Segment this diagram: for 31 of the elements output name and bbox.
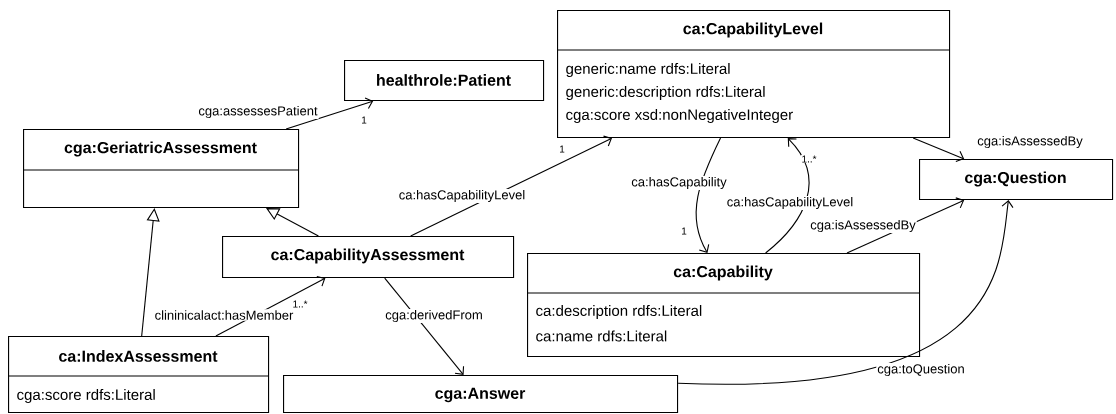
class-box: healthrole:Patient bbox=[344, 60, 545, 102]
generalization-arrow bbox=[266, 208, 319, 237]
edge-label: clininicalact:hasMember bbox=[153, 309, 295, 321]
class-box: ca:Capability ca:description rdfs:Literal ca:name rdfs:Literal bbox=[526, 253, 921, 358]
multiplicity-label: 1 bbox=[680, 227, 688, 235]
association-arrow bbox=[384, 277, 465, 375]
association-arrow bbox=[285, 97, 374, 130]
association-arrow bbox=[695, 137, 722, 253]
class-box: ca:CapabilityAssessment bbox=[222, 236, 515, 279]
association-arrow bbox=[912, 137, 965, 163]
multiplicity-label: 1..* bbox=[801, 155, 817, 163]
class-box: ca:CapabilityLevel generic:name rdfs:Literal generic:description rdfs:Literal cga:score xsd:nonNegativeInteger bbox=[556, 10, 951, 139]
multiplicity-label: 1 bbox=[360, 116, 368, 124]
edge-label: cga:isAssessedBy bbox=[809, 218, 917, 234]
class-box: ca:IndexAssessment cga:score rdfs:Literal bbox=[7, 336, 270, 414]
edge-label: cga:toQuestion bbox=[876, 362, 966, 378]
association-arrow bbox=[765, 138, 810, 254]
edge-label: ca:hasCapability bbox=[630, 175, 728, 191]
association-arrow bbox=[677, 200, 1014, 385]
association-arrow bbox=[410, 135, 613, 237]
class-box: cga:Answer bbox=[283, 375, 679, 414]
edge-label: ca:hasCapabilityLevel bbox=[397, 188, 527, 204]
class-box: cga:GeriatricAssessment bbox=[22, 129, 300, 209]
multiplicity-label: 1..* bbox=[292, 300, 308, 308]
edge-label: ca:hasCapabilityLevel bbox=[725, 195, 855, 211]
edge-label: cga:assessesPatient bbox=[197, 104, 319, 120]
edge-label: cga:isAssessedBy bbox=[976, 134, 1084, 150]
class-box: cga:Question bbox=[919, 159, 1114, 201]
generalization-arrow bbox=[141, 208, 160, 337]
multiplicity-label: 1 bbox=[558, 145, 566, 153]
edge-label: cga:derivedFrom bbox=[384, 308, 484, 324]
